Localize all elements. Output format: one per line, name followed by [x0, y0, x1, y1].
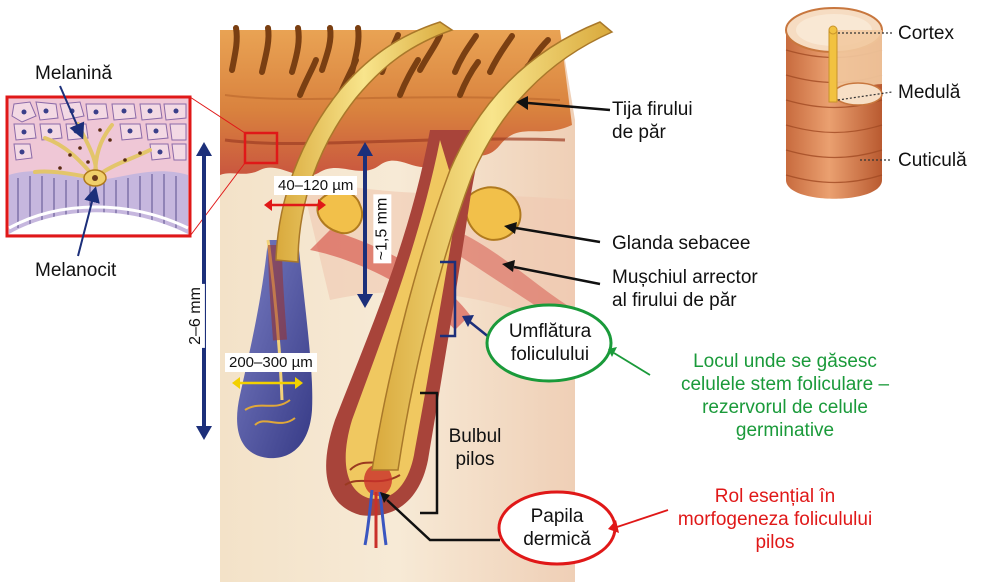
- label-glanda: Glanda sebacee: [612, 233, 751, 254]
- note-stem-line3: rezervorul de celule: [702, 397, 868, 418]
- label-melanocit: Melanocit: [35, 260, 117, 281]
- left-hair-shaft: [275, 21, 454, 263]
- measure-depth-2-6: 2–6 mm: [186, 284, 205, 348]
- bulb-bracket: [420, 391, 439, 515]
- melanocyte-cell: [33, 122, 152, 187]
- label-papila-line1: Papila: [530, 506, 584, 527]
- cylinder-leaders: [837, 32, 893, 161]
- label-bulbul-line2: pilos: [455, 449, 495, 470]
- note-morpho-line2: morfogeneza foliculului: [677, 509, 873, 530]
- measure-bulb-width: 200–300 µm: [225, 353, 317, 372]
- measure-depth-1-5: ~1,5 mm: [373, 194, 392, 264]
- label-muschi-line2: al firului de păr: [612, 290, 737, 311]
- depth-1-5-marker: [357, 142, 373, 308]
- label-bulbul: Bulbul pilos: [442, 425, 508, 471]
- label-muschi-line1: Mușchiul arrector: [612, 267, 758, 288]
- hair-width-marker: [264, 199, 326, 211]
- bulb-width-marker: [232, 377, 303, 389]
- melanocyte-inset: [5, 95, 192, 238]
- melanina-arrow: [59, 85, 85, 140]
- papila-pointer-arrow: [380, 492, 500, 542]
- label-melanina: Melanină: [35, 63, 113, 84]
- label-umflatura-line1: Umflătura: [508, 321, 592, 342]
- morpho-note-arrow: [608, 509, 669, 533]
- label-umflatura-line2: foliculului: [510, 344, 590, 365]
- zoom-line-top: [189, 96, 246, 134]
- note-morpho-line3: pilos: [755, 532, 795, 553]
- label-medula: Medulă: [898, 82, 961, 103]
- label-umflatura: Umflătura foliculului: [497, 320, 603, 366]
- main-hair-shaft: [371, 21, 614, 471]
- label-tija: Tija firului de păr: [612, 98, 693, 144]
- label-arrows: [502, 96, 611, 286]
- label-papila: Papila dermică: [510, 505, 604, 551]
- stem-note-arrow: [608, 347, 651, 376]
- note-morpho-line1: Rol esențial în: [714, 486, 836, 507]
- note-stem-line1: Locul unde se găsesc: [693, 351, 877, 372]
- note-morphogenesis: Rol esențial în morfogeneza foliculului …: [660, 485, 890, 554]
- label-tija-line1: Tija firului: [612, 99, 693, 120]
- label-muschi: Mușchiul arrector al firului de păr: [612, 266, 758, 312]
- hair-cross-section: [785, 7, 883, 199]
- note-stem-cells: Locul unde se găsesc celulele stem folic…: [650, 350, 920, 442]
- label-bulbul-line1: Bulbul: [448, 426, 502, 447]
- note-stem-line2: celulele stem foliculare –: [680, 374, 890, 395]
- umflatura-bubble: [485, 303, 613, 383]
- zoom-line-bottom: [189, 162, 246, 237]
- zoom-selection-box: [243, 131, 279, 165]
- label-cortex: Cortex: [898, 23, 954, 44]
- note-stem-line4: germinative: [735, 420, 835, 441]
- measure-hair-width: 40–120 µm: [274, 176, 358, 195]
- label-tija-line2: de păr: [612, 122, 666, 143]
- melanocit-arrow: [77, 186, 100, 257]
- label-papila-line2: dermică: [523, 529, 591, 550]
- sebaceous-glands: [316, 186, 522, 241]
- bulge-bracket: [440, 260, 457, 338]
- label-cuticula: Cuticulă: [898, 150, 967, 171]
